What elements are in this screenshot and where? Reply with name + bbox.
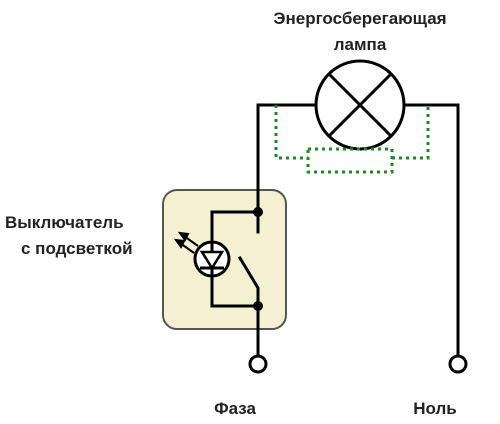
led-branch-top [210, 210, 260, 242]
switch-blade [237, 255, 260, 308]
switch-contact-top [253, 207, 263, 217]
lamp-internal-resistor [306, 147, 394, 174]
neutral-terminal [448, 354, 468, 374]
neutral-label: Ноль [413, 399, 457, 418]
indicator-led [193, 240, 231, 278]
phase-terminal [248, 354, 268, 374]
phase-wire-top [256, 103, 318, 214]
switch-label-line2: с подсветкой [21, 239, 133, 258]
main-wiring [210, 103, 460, 358]
lamp-label-line2: лампа [333, 35, 387, 54]
led-light-arrows-icon [173, 231, 199, 254]
led-branch-bottom [210, 276, 260, 308]
lamp-label-line1: Энергосберегающая [273, 9, 447, 28]
switch-contact-bottom [253, 301, 263, 311]
neutral-wire [402, 103, 460, 358]
switch-label-line1: Выключатель [5, 213, 124, 232]
lamp-symbol-icon [314, 59, 406, 151]
phase-label: Фаза [214, 399, 256, 418]
lamp-internal-circuit [274, 105, 430, 174]
